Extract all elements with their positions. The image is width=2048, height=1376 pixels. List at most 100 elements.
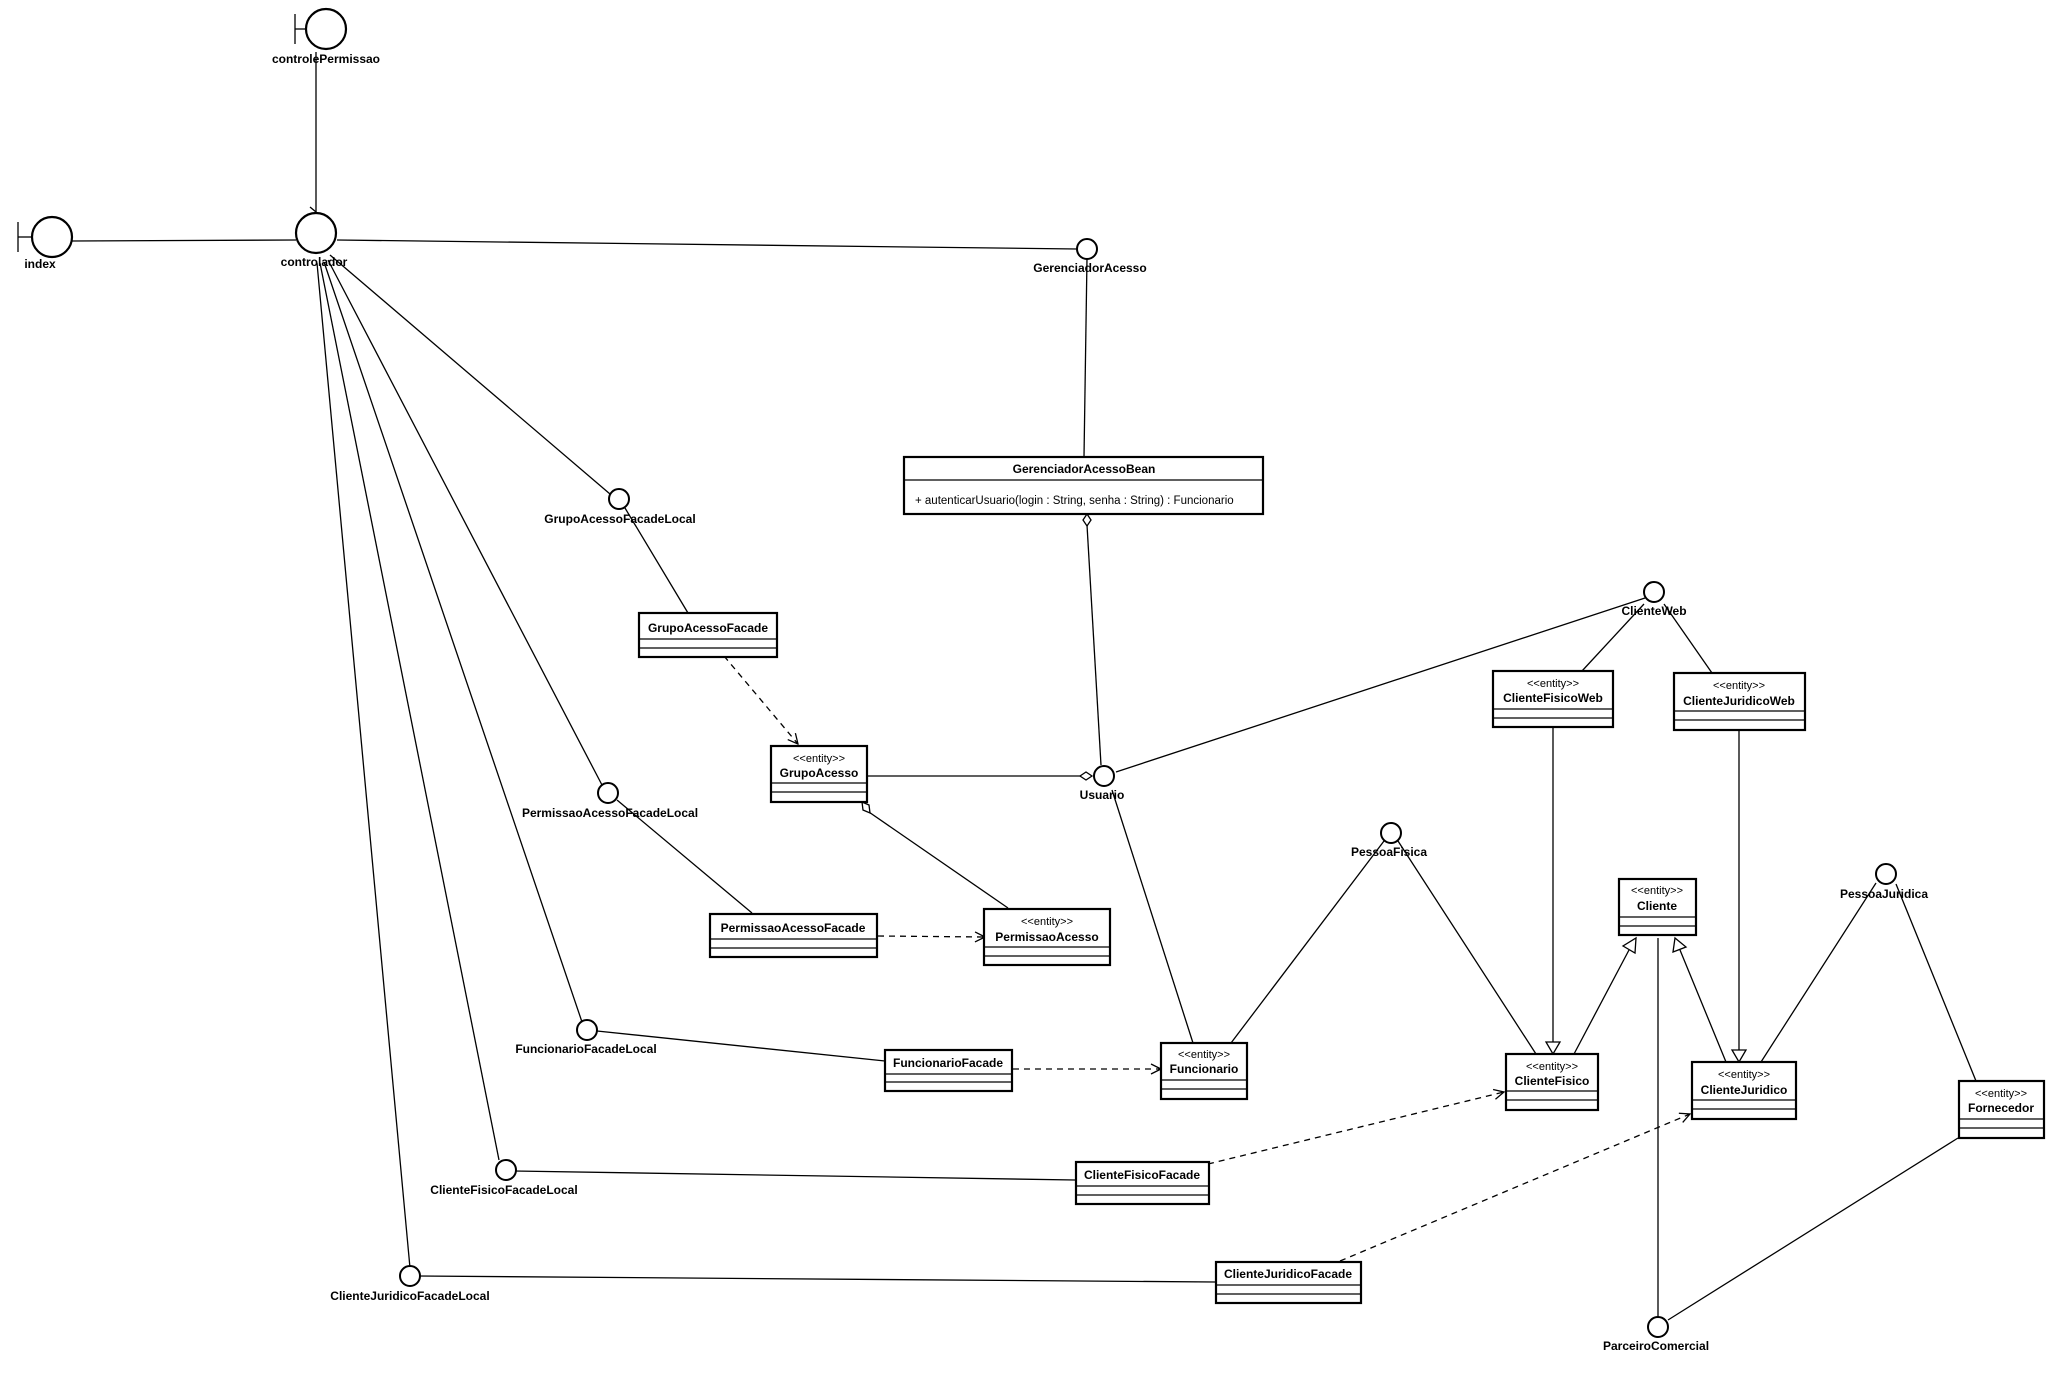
interface-parceirocomercial[interactable]: ParceiroComercial bbox=[1603, 1316, 1709, 1353]
association-controlador-clientefisicofacadelocal bbox=[319, 262, 500, 1161]
aggregation-bean-usuario bbox=[1086, 524, 1102, 766]
interface-circle-icon bbox=[597, 782, 619, 804]
interface-label: ClienteFisicoFacadeLocal bbox=[430, 1183, 577, 1197]
class-name: GrupoAcessoFacade bbox=[648, 621, 768, 635]
generalization-arrow-icon bbox=[1544, 1041, 1562, 1056]
entity-clientefisicoweb[interactable]: <<entity>> ClienteFisicoWeb bbox=[1491, 669, 1615, 729]
entity-clientejuridicoweb[interactable]: <<entity>> ClienteJuridicoWeb bbox=[1672, 671, 1807, 732]
interface-funcionariofacadelocal[interactable]: FuncionarioFacadeLocal bbox=[515, 1019, 657, 1056]
association-controlador-funcionariofacadelocal bbox=[323, 261, 583, 1023]
class-box bbox=[883, 1048, 1014, 1093]
interface-circle-icon bbox=[1647, 1316, 1669, 1338]
control-circle-icon bbox=[294, 211, 338, 255]
interface-label: ClienteWeb bbox=[1621, 604, 1686, 618]
interface-circle-icon bbox=[576, 1019, 598, 1041]
class-stereotype: <<entity>> bbox=[1526, 1061, 1578, 1073]
boundary-circle-icon bbox=[304, 7, 348, 51]
association-pessoafisica-funcionario bbox=[1230, 840, 1385, 1044]
association-controlador-permissaoacessofacadelocal bbox=[327, 259, 603, 786]
interface-circle-icon bbox=[1076, 238, 1098, 260]
dependency-clientejuridicofacade-clientejuridico bbox=[1339, 1114, 1690, 1262]
class-box bbox=[769, 744, 869, 804]
class-stereotype: <<entity>> bbox=[1718, 1069, 1770, 1081]
class-gerenciadoracessobean[interactable]: GerenciadorAcessoBean + autenticarUsuari… bbox=[902, 455, 1265, 516]
association-index-controlador bbox=[71, 239, 297, 242]
interface-label: GerenciadorAcesso bbox=[1033, 261, 1146, 275]
boundary-controlepermissao[interactable]: controlePermissao bbox=[272, 7, 380, 66]
class-stereotype: <<entity>> bbox=[1527, 678, 1579, 690]
control-label: controlador bbox=[281, 255, 348, 269]
class-box bbox=[1074, 1160, 1211, 1206]
class-stereotype: <<entity>> bbox=[1178, 1049, 1230, 1061]
generalization-clientejuridico-cliente bbox=[1679, 949, 1727, 1063]
class-box bbox=[708, 912, 879, 959]
interface-clienteweb[interactable]: ClienteWeb bbox=[1621, 581, 1687, 618]
class-stereotype: <<entity>> bbox=[1975, 1088, 2027, 1100]
class-name: FuncionarioFacade bbox=[893, 1056, 1003, 1070]
class-permissaoacessofacade[interactable]: PermissaoAcessoFacade bbox=[708, 912, 879, 959]
class-name: ClienteJuridicoFacade bbox=[1224, 1267, 1352, 1281]
interface-permissaoacessofacadelocal[interactable]: PermissaoAcessoFacadeLocal bbox=[522, 782, 698, 820]
entity-fornecedor[interactable]: <<entity>> Fornecedor bbox=[1957, 1079, 2046, 1140]
interface-clientefisicofacadelocal[interactable]: ClienteFisicoFacadeLocal bbox=[430, 1159, 578, 1197]
interface-clientejuridicofacadelocal[interactable]: ClienteJuridicoFacadeLocal bbox=[330, 1265, 490, 1303]
class-funcionariofacade[interactable]: FuncionarioFacade bbox=[883, 1048, 1014, 1093]
class-clientejuridicofacade[interactable]: ClienteJuridicoFacade bbox=[1214, 1260, 1363, 1305]
interface-label: ParceiroComercial bbox=[1603, 1339, 1709, 1353]
association-clienteweb-clientejuridicoweb bbox=[1663, 603, 1713, 674]
connectors bbox=[71, 52, 1977, 1321]
entity-clientejuridico[interactable]: <<entity>> ClienteJuridico bbox=[1690, 1060, 1798, 1121]
aggregation-diamond-icon bbox=[1078, 771, 1094, 781]
class-box bbox=[1159, 1041, 1249, 1101]
interface-label: PessoaFisica bbox=[1351, 845, 1427, 859]
interface-grupoacessofacadelocal[interactable]: GrupoAcessoFacadeLocal bbox=[544, 488, 696, 526]
class-name: ClienteJuridicoWeb bbox=[1683, 694, 1795, 708]
association-usuario-funcionario bbox=[1111, 789, 1194, 1044]
entity-funcionario[interactable]: <<entity>> Funcionario bbox=[1159, 1041, 1249, 1101]
boundary-circle-icon bbox=[30, 215, 74, 259]
class-box bbox=[1214, 1260, 1363, 1305]
association-pessoajuridica-fornecedor bbox=[1895, 883, 1977, 1082]
entity-clientefisico[interactable]: <<entity>> ClienteFisico bbox=[1504, 1052, 1600, 1112]
generalization-clientefisico-cliente bbox=[1573, 949, 1630, 1055]
interface-pessoafisica[interactable]: PessoaFisica bbox=[1351, 822, 1427, 859]
class-box bbox=[1504, 1052, 1600, 1112]
interface-label: PermissaoAcessoFacadeLocal bbox=[522, 806, 698, 820]
interface-label: ClienteJuridicoFacadeLocal bbox=[330, 1289, 489, 1303]
interface-usuario[interactable]: Usuario bbox=[1080, 765, 1125, 802]
class-grupoacessofacade[interactable]: GrupoAcessoFacade bbox=[637, 611, 779, 659]
class-clientefisicofacade[interactable]: ClienteFisicoFacade bbox=[1074, 1160, 1211, 1206]
association-controlador-grupoacessofacadelocal bbox=[329, 254, 611, 495]
entity-grupoacesso[interactable]: <<entity>> GrupoAcesso bbox=[769, 744, 869, 804]
dependency-clientefisicofacade-clientefisico bbox=[1207, 1092, 1504, 1165]
entity-cliente[interactable]: <<entity>> Cliente bbox=[1617, 877, 1698, 937]
interface-gerenciadoracesso[interactable]: GerenciadorAcesso bbox=[1033, 238, 1147, 275]
association-pessoafisica-clientefisico bbox=[1397, 840, 1537, 1055]
generalization-arrow-icon bbox=[1730, 1049, 1748, 1064]
class-operation: + autenticarUsuario(login : String, senh… bbox=[915, 495, 1234, 507]
interface-label: FuncionarioFacadeLocal bbox=[515, 1042, 656, 1056]
class-name: PermissaoAcessoFacade bbox=[721, 921, 866, 935]
control-controlador[interactable]: controlador bbox=[281, 211, 348, 269]
realization-clientejuridico-local-facade bbox=[417, 1275, 1216, 1283]
association-pessoajuridica-clientejuridico bbox=[1760, 882, 1877, 1063]
interface-circle-icon bbox=[1875, 863, 1897, 885]
class-stereotype: <<entity>> bbox=[1631, 885, 1683, 897]
class-name: Funcionario bbox=[1170, 1062, 1239, 1076]
interface-pessoajuridica[interactable]: PessoaJuridica bbox=[1840, 863, 1928, 901]
class-name: GerenciadorAcessoBean bbox=[1013, 462, 1156, 476]
class-stereotype: <<entity>> bbox=[793, 753, 845, 765]
aggregation-diamond-icon bbox=[1082, 512, 1092, 528]
class-stereotype: <<entity>> bbox=[1021, 916, 1073, 928]
boundary-label: index bbox=[24, 257, 56, 271]
class-stereotype: <<entity>> bbox=[1713, 680, 1765, 692]
aggregation-grupoacesso-permissaoacesso bbox=[865, 809, 1009, 909]
association-clienteweb-clientefisicoweb bbox=[1581, 603, 1645, 672]
realization-funcionario-local-facade bbox=[596, 1030, 886, 1062]
boundary-label: controlePermissao bbox=[272, 52, 380, 66]
boundary-index[interactable]: index bbox=[17, 215, 74, 271]
entity-permissaoacesso[interactable]: <<entity>> PermissaoAcesso bbox=[982, 907, 1112, 967]
association-gerenciadoracesso-bean bbox=[1083, 257, 1088, 458]
class-box bbox=[637, 611, 779, 659]
